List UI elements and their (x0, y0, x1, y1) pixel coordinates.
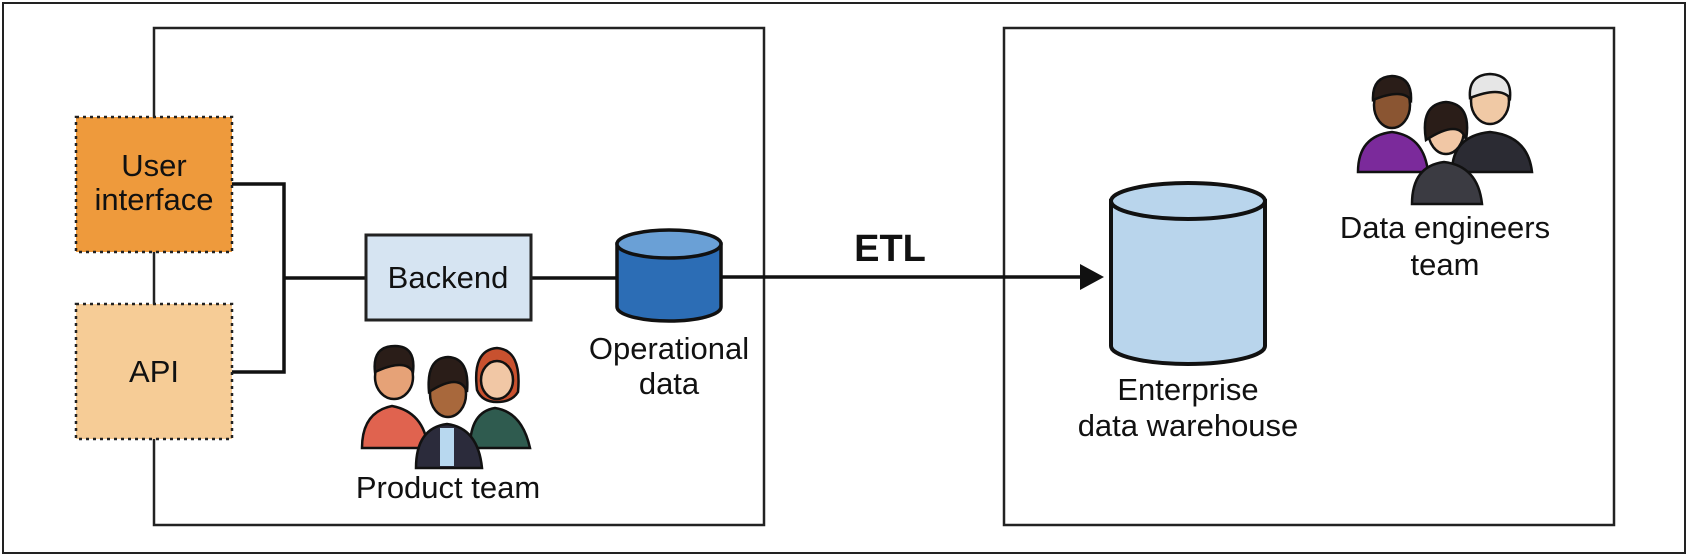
api-box: API (74, 302, 234, 441)
etl-label: ETL (854, 228, 926, 270)
api-shape (74, 302, 234, 441)
backend-shape (364, 233, 533, 322)
user-interface-box: User interface (74, 115, 234, 254)
user-interface-label-line1: User (121, 148, 186, 183)
data-engineers-people-icon: Data engineers team (1340, 72, 1550, 282)
api-label: API (129, 354, 179, 389)
warehouse-label-line2: data warehouse (1078, 408, 1299, 443)
user-interface-label-line2: interface (95, 182, 214, 217)
operational-db-body (615, 242, 723, 323)
operational-data-label-line2: data (639, 366, 700, 401)
operational-db-top (615, 228, 723, 260)
connector-lines (232, 182, 620, 374)
backend-box: Backend (364, 233, 533, 322)
operational-data-label-line1: Operational (589, 331, 749, 366)
backend-label: Backend (388, 260, 509, 295)
operational-data-db: Operational data (589, 228, 749, 401)
product-team-label: Product team (356, 470, 540, 505)
data-engineers-label-line1: Data engineers (1340, 210, 1550, 245)
enterprise-warehouse-db: Enterprise data warehouse (1078, 181, 1299, 443)
arrowhead-icon (1080, 264, 1104, 290)
warehouse-db-top (1109, 181, 1267, 221)
user-interface-shape (74, 115, 234, 254)
product-team-people-icon: Product team (356, 344, 540, 505)
warehouse-label-line1: Enterprise (1117, 372, 1258, 407)
etl-arrow: ETL (721, 228, 1104, 290)
data-engineers-label-line2: team (1411, 247, 1480, 282)
warehouse-db-body (1109, 199, 1267, 366)
